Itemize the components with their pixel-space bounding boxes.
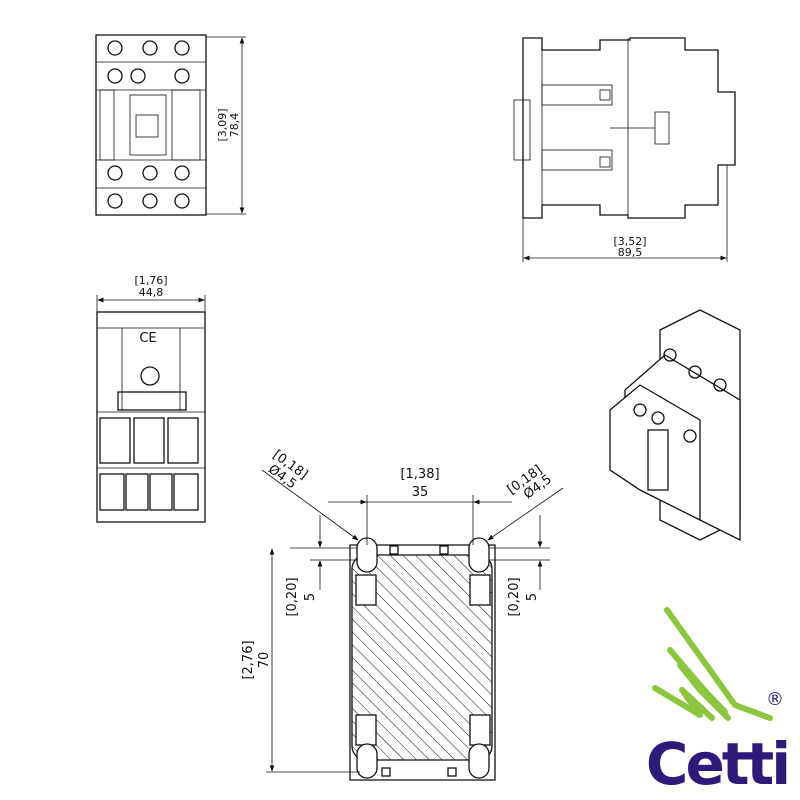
registered-mark: ®	[766, 689, 784, 710]
offset-right-in: [0,20]	[507, 577, 522, 616]
mount-hole-right	[468, 537, 490, 573]
plate-height-mm: 70	[257, 652, 272, 669]
ce-mark: CE	[139, 331, 156, 346]
mounting-plate: [1,38] 35 [0,18] Ø4,5 [0,18] Ø4,5 [0,20]…	[241, 448, 564, 781]
offset-right-mm: 5	[525, 593, 540, 601]
hatched-area	[351, 554, 493, 761]
terminal-screws	[107, 40, 190, 209]
bottom-width-mm: 44,8	[139, 286, 164, 299]
plate-height-in: [2,76]	[241, 640, 256, 679]
front-view: [3,09] 78,4	[95, 34, 246, 216]
cetti-logo: ® Cetti	[646, 607, 791, 798]
bottom-view: [1,76] 44,8 CE	[96, 274, 206, 523]
side-view: [3,52] 89,5	[513, 37, 736, 262]
logo-swoosh-icon	[652, 607, 773, 721]
spacing-mm: 35	[412, 485, 429, 500]
side-depth-mm: 89,5	[618, 246, 643, 259]
offset-left-mm: 5	[303, 593, 318, 601]
bottom-width-in: [1,76]	[134, 274, 167, 287]
logo-text: Cetti	[646, 730, 788, 798]
isometric-view	[609, 309, 741, 542]
spacing-in: [1,38]	[400, 467, 439, 482]
front-height-in: [3,09]	[216, 108, 229, 141]
offset-left-in: [0,20]	[285, 577, 300, 616]
side-depth-in: [3,52]	[613, 235, 646, 248]
front-height-mm: 78,4	[228, 113, 241, 138]
